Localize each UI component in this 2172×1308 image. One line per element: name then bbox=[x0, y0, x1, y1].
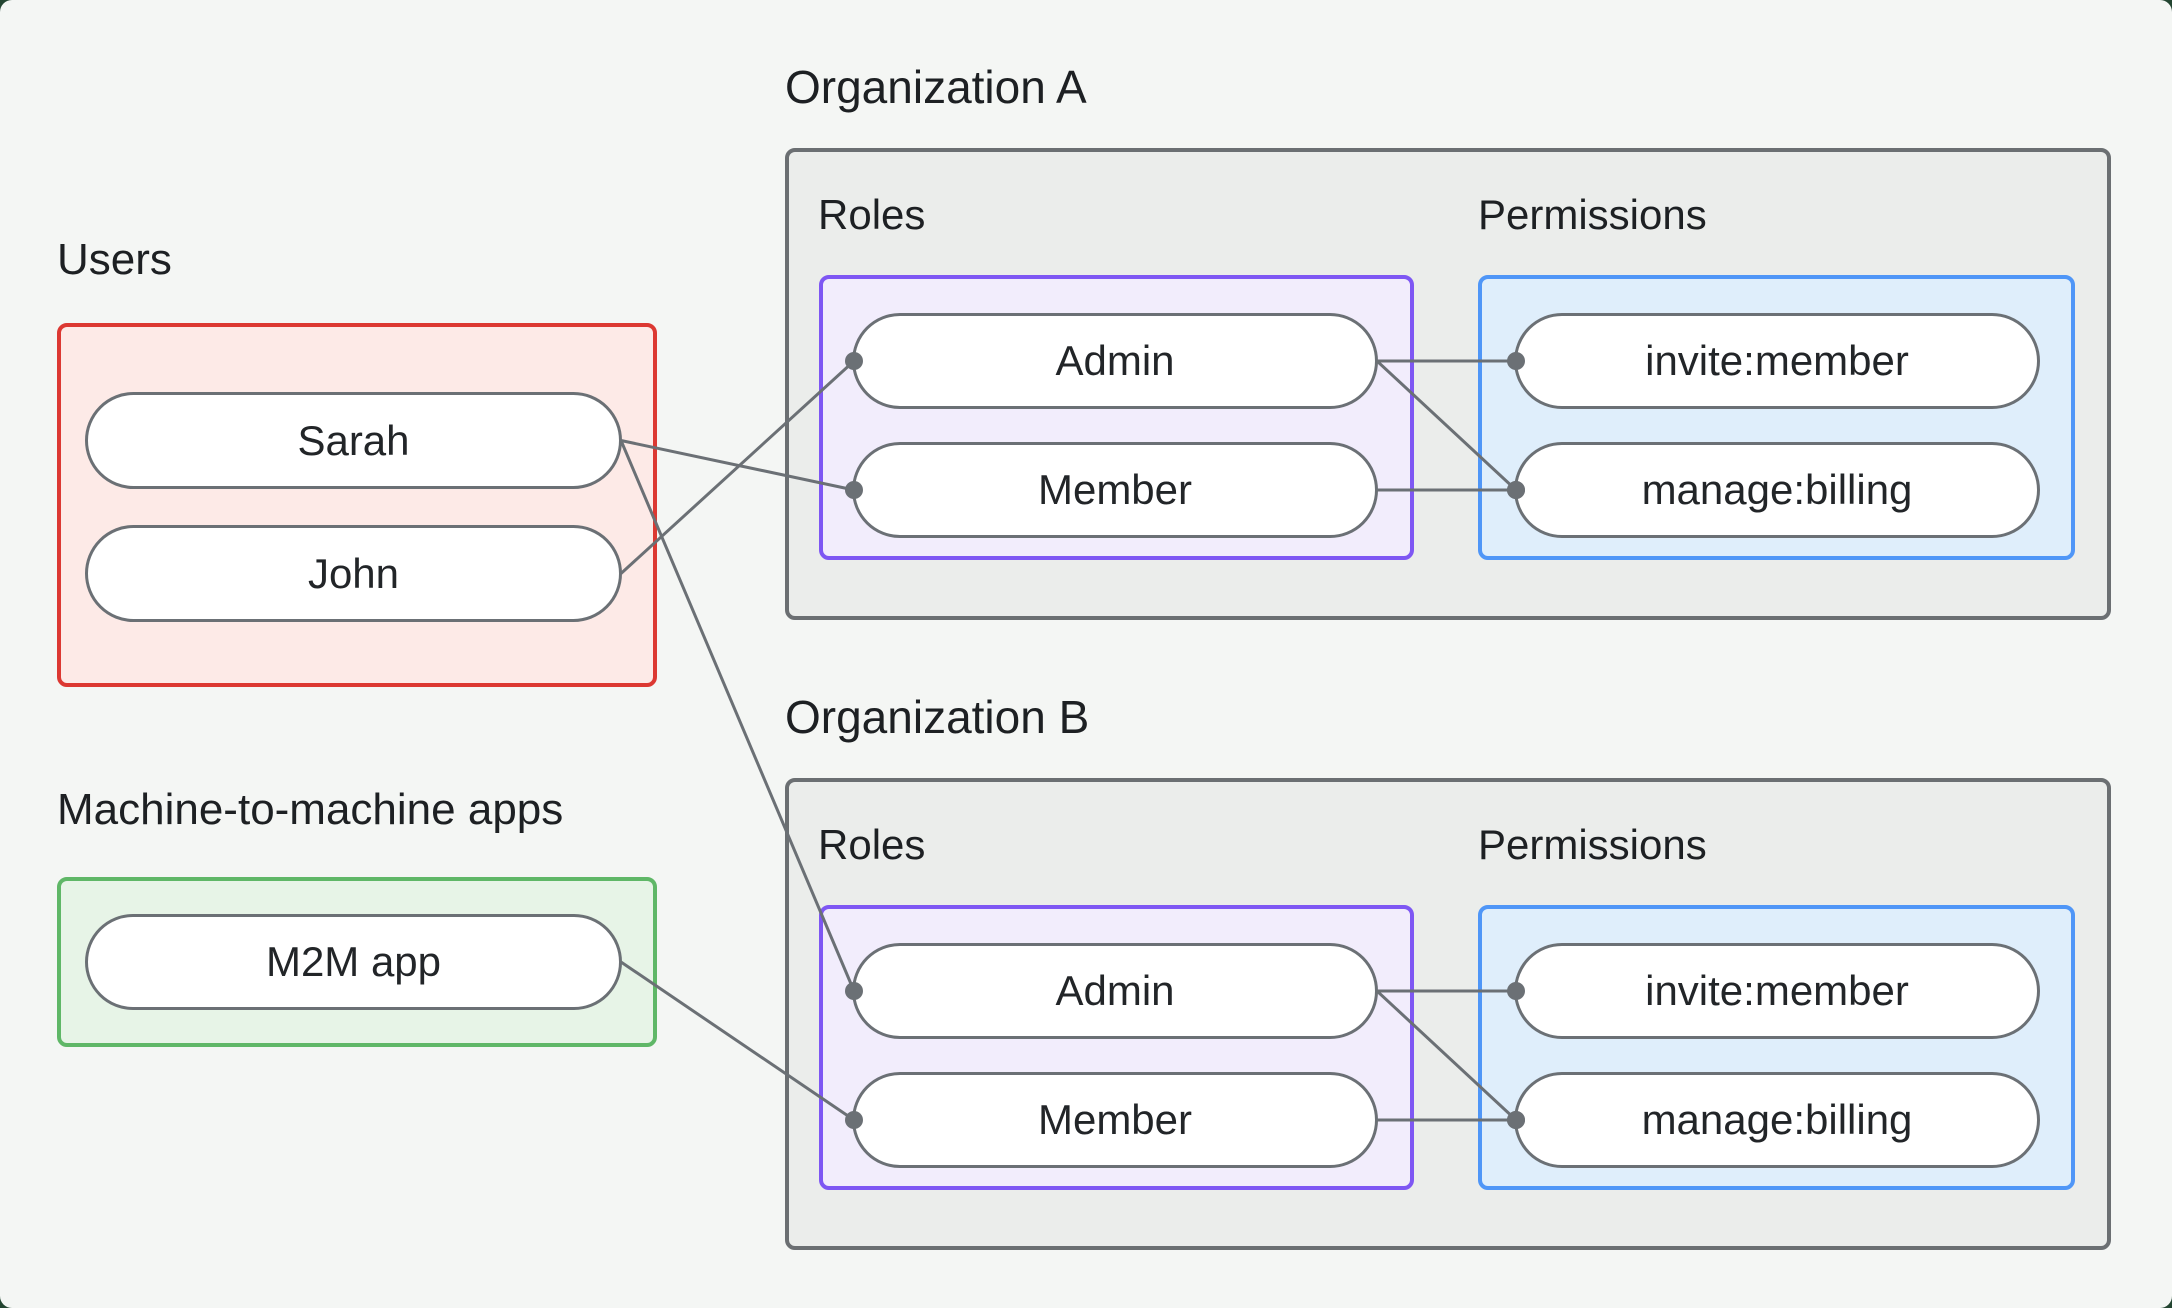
org-b-roles-box: Admin Member bbox=[819, 905, 1414, 1190]
node-org-b-invite-member: invite:member bbox=[1514, 943, 2040, 1039]
users-section-label: Users bbox=[57, 235, 172, 284]
org-b-panel: Roles Permissions Admin Member invite:me… bbox=[785, 778, 2111, 1250]
node-org-b-member: Member bbox=[852, 1072, 1378, 1168]
node-org-a-invite-member: invite:member bbox=[1514, 313, 2040, 409]
org-a-roles-label: Roles bbox=[818, 191, 926, 238]
org-b-permissions-label: Permissions bbox=[1478, 821, 1707, 868]
node-org-a-admin: Admin bbox=[852, 313, 1378, 409]
node-sarah: Sarah bbox=[85, 392, 622, 489]
node-john: John bbox=[85, 525, 622, 622]
org-a-title: Organization A bbox=[785, 61, 1087, 113]
m2m-group-box: M2M app bbox=[57, 877, 657, 1047]
org-b-permissions-box: invite:member manage:billing bbox=[1478, 905, 2075, 1190]
org-b-title: Organization B bbox=[785, 691, 1090, 743]
node-org-b-manage-billing: manage:billing bbox=[1514, 1072, 2040, 1168]
node-m2m-app: M2M app bbox=[85, 914, 622, 1010]
org-b-roles-label: Roles bbox=[818, 821, 926, 868]
users-group-box: Sarah John bbox=[57, 323, 657, 687]
node-org-b-admin: Admin bbox=[852, 943, 1378, 1039]
node-org-a-manage-billing: manage:billing bbox=[1514, 442, 2040, 538]
org-a-permissions-box: invite:member manage:billing bbox=[1478, 275, 2075, 560]
org-a-panel: Roles Permissions Admin Member invite:me… bbox=[785, 148, 2111, 620]
org-a-roles-box: Admin Member bbox=[819, 275, 1414, 560]
org-a-permissions-label: Permissions bbox=[1478, 191, 1707, 238]
m2m-section-label: Machine-to-machine apps bbox=[57, 785, 564, 834]
node-org-a-member: Member bbox=[852, 442, 1378, 538]
